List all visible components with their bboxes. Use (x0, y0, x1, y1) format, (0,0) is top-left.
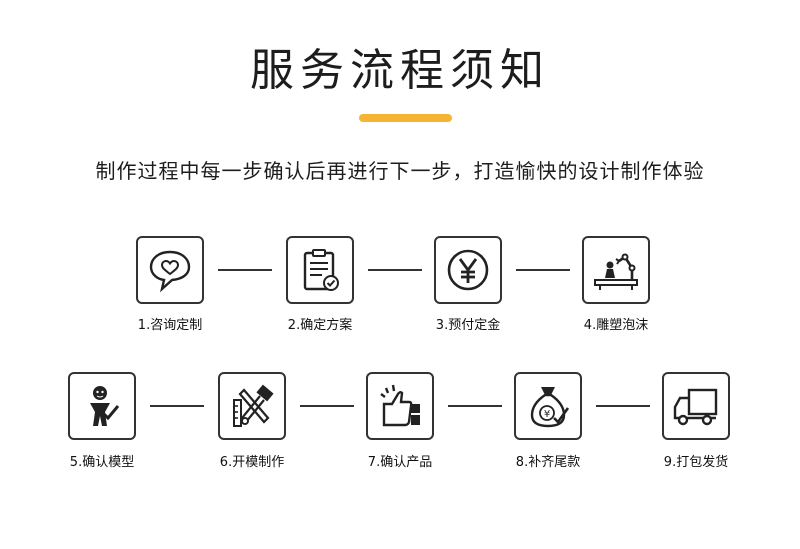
connector-3-4 (516, 269, 570, 271)
title-accent-bar (359, 114, 452, 122)
page-subtitle: 制作过程中每一步确认后再进行下一步，打造愉快的设计制作体验 (95, 159, 705, 183)
connector-6-7 (300, 405, 354, 407)
yen-coin-icon (447, 249, 489, 291)
step-7-icon-box (366, 372, 434, 440)
step-label-2: 2.确定方案 (287, 318, 353, 333)
step-2-icon-box (286, 236, 354, 304)
step-label-1: 1.咨询定制 (137, 318, 203, 333)
speech-bubble-heart-icon (149, 250, 191, 293)
step-label-3: 3.预付定金 (435, 318, 501, 333)
delivery-truck-icon (673, 388, 718, 426)
step-3-icon-box (434, 236, 502, 304)
money-bag-icon: ¥ (530, 387, 570, 428)
step-8-icon-box: ¥ (514, 372, 582, 440)
step-4-icon-box (582, 236, 650, 304)
page-title: 服务流程须知 (250, 45, 550, 96)
step-1-icon-box (136, 236, 204, 304)
figure-model-icon (90, 386, 120, 426)
svg-text:¥: ¥ (544, 409, 550, 420)
step-label-6: 6.开模制作 (219, 455, 285, 470)
step-5-icon-box (68, 372, 136, 440)
clipboard-check-icon (303, 249, 339, 291)
step-label-7: 7.确认产品 (367, 455, 433, 470)
robotic-arm-icon (594, 253, 638, 290)
tools-icon (233, 384, 274, 427)
step-label-8: 8.补齐尾款 (515, 455, 581, 470)
step-9-icon-box (662, 372, 730, 440)
connector-2-3 (368, 269, 422, 271)
connector-5-6 (150, 405, 204, 407)
thumbs-up-icon (380, 384, 420, 427)
connector-7-8 (448, 405, 502, 407)
step-label-4: 4.雕塑泡沫 (583, 318, 649, 333)
connector-8-9 (596, 405, 650, 407)
step-label-5: 5.确认模型 (69, 455, 135, 470)
step-6-icon-box (218, 372, 286, 440)
connector-1-2 (218, 269, 272, 271)
step-label-9: 9.打包发货 (663, 455, 729, 470)
